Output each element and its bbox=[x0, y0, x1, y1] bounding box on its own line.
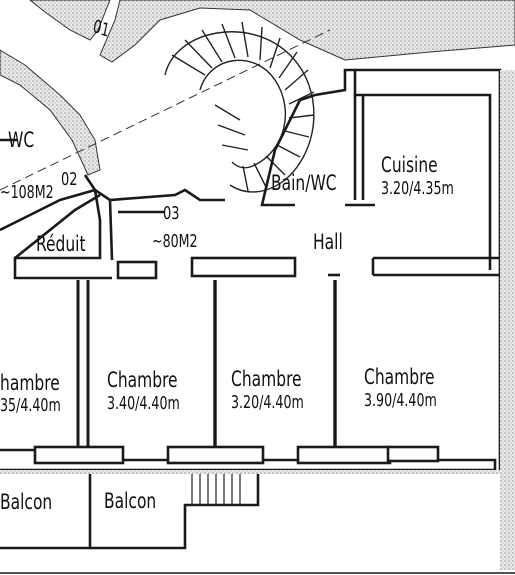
label-balcon-right: Balcon bbox=[104, 489, 157, 513]
label-wc: WC bbox=[8, 128, 35, 152]
spiral-staircase bbox=[164, 21, 315, 193]
label-area-03: ~80M2 bbox=[152, 231, 198, 252]
label-bain-wc: Bain/WC bbox=[271, 171, 337, 195]
label-hall: Hall bbox=[313, 230, 343, 254]
label-chambre-3-dim: 3.90/4.40m bbox=[364, 390, 437, 411]
label-chambre-2-dim: 3.20/4.40m bbox=[231, 392, 304, 413]
balcony-ledge bbox=[0, 470, 515, 474]
label-chambre-1: Chambre bbox=[107, 368, 178, 392]
label-chambre-1-dim: 3.40/4.40m bbox=[107, 393, 180, 414]
label-chambre-3: Chambre bbox=[364, 365, 435, 389]
label-reduit: Réduit bbox=[36, 232, 86, 256]
label-cuisine-dim: 3.20/4.35m bbox=[381, 178, 454, 199]
dashed-reference-line bbox=[0, 29, 331, 191]
balcony-stairs bbox=[191, 470, 241, 505]
label-cuisine: Cuisine bbox=[381, 153, 438, 177]
label-balcon-left: Balcon bbox=[0, 490, 53, 514]
label-chambre-left: hambre bbox=[0, 371, 60, 395]
right-ledge bbox=[500, 70, 515, 570]
label-chambre-left-dim: 35/4.40m bbox=[0, 395, 61, 416]
label-03: 03 bbox=[163, 203, 180, 224]
upper-wall-band bbox=[0, 0, 515, 176]
label-02: 02 bbox=[61, 169, 78, 190]
label-area-left: ~108M2 bbox=[0, 182, 54, 203]
label-chambre-2: Chambre bbox=[231, 367, 302, 391]
